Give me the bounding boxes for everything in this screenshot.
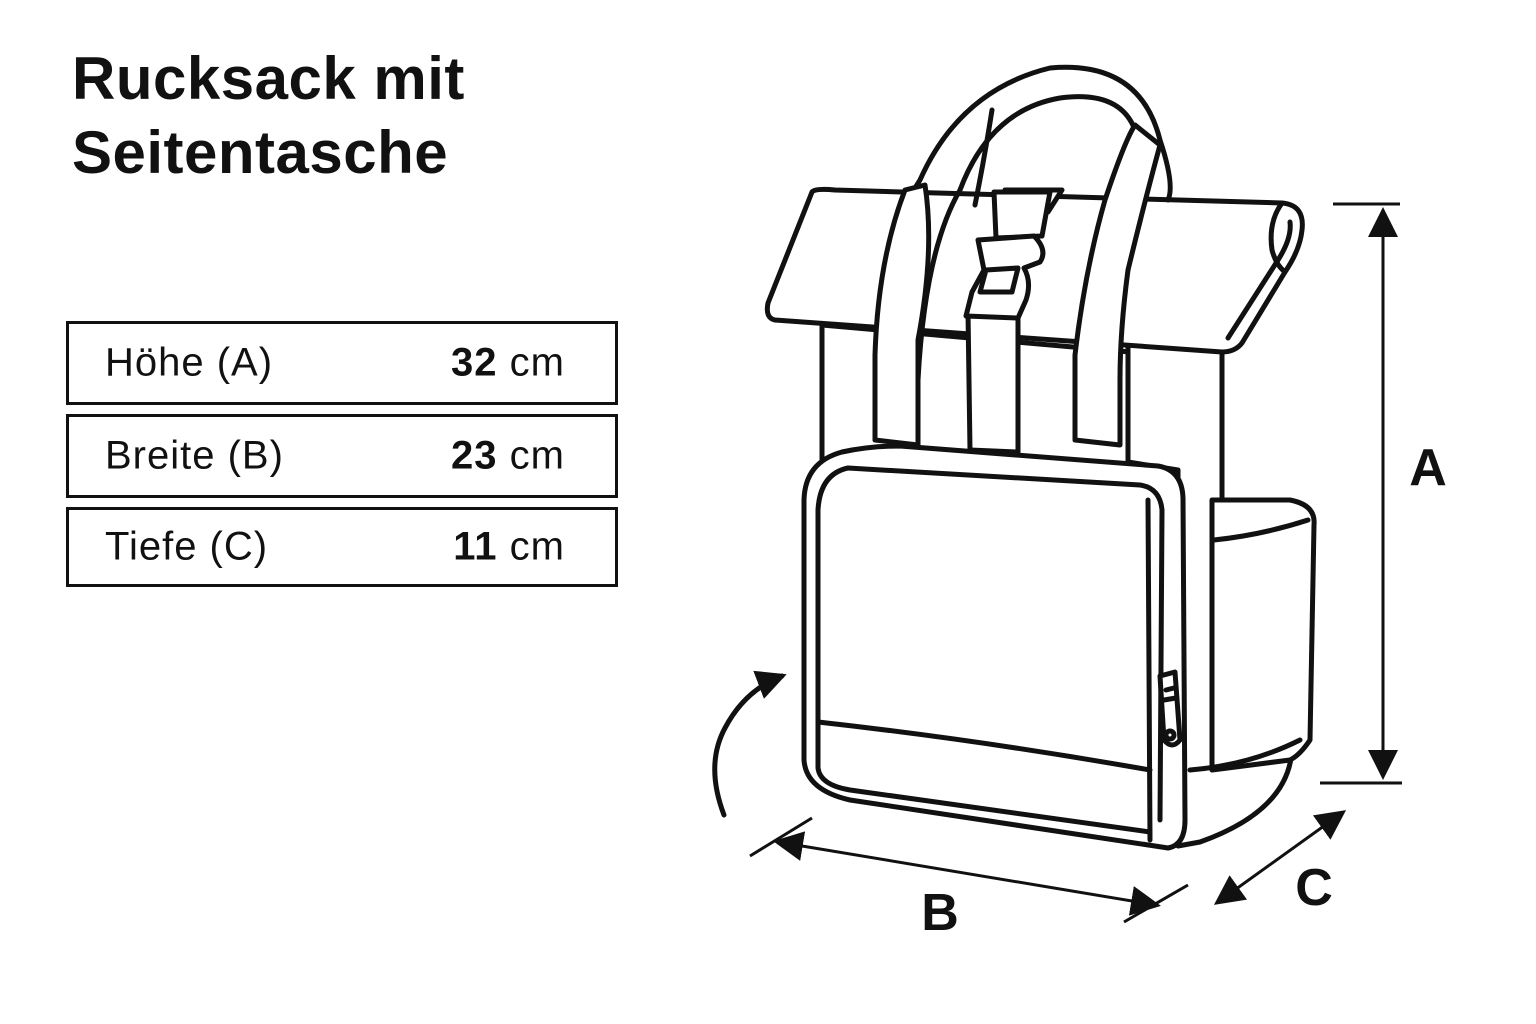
dimensions-table: Höhe (A) 32 cm Breite (B) 23 cm Tiefe (C… — [66, 321, 618, 596]
side-pocket — [1209, 497, 1317, 773]
front-pocket-zip-track — [1145, 497, 1153, 843]
spec-number: 32 — [451, 340, 498, 385]
spec-row-width: Breite (B) 23 cm — [66, 414, 618, 498]
center-strap — [965, 309, 1021, 455]
spec-label: Tiefe (C) — [105, 524, 269, 569]
backpack-drawing — [764, 64, 1317, 851]
dimension-label-a: A — [1409, 439, 1447, 497]
spec-label: Breite (B) — [105, 433, 284, 478]
dimension-label-c: C — [1295, 859, 1333, 917]
spec-row-height: Höhe (A) 32 cm — [66, 321, 618, 405]
spec-value: 11 cm — [453, 525, 565, 570]
title-line-2: Seitentasche — [72, 119, 449, 186]
spec-label: Höhe (A) — [105, 340, 274, 385]
rotation-arrow-icon — [712, 670, 787, 818]
page-title: Rucksack mit Seitentasche — [72, 42, 465, 190]
spec-number: 23 — [451, 433, 498, 478]
front-pocket-seam — [815, 507, 1153, 835]
front-pocket-inner — [815, 465, 1165, 823]
spec-unit: cm — [509, 433, 565, 478]
dimension-width-arrow — [773, 831, 1161, 916]
title-line-1: Rucksack mit — [72, 45, 465, 112]
front-pocket-base-line — [815, 719, 1153, 773]
roll-top-fold — [1268, 200, 1288, 275]
side-pocket-base — [1187, 737, 1303, 773]
dimension-height — [1320, 202, 1402, 785]
spec-number: 11 — [453, 524, 498, 569]
dimension-depth — [1213, 810, 1347, 905]
handle-right-strap — [1072, 122, 1163, 448]
handle-left-strap — [872, 182, 932, 448]
spec-unit: cm — [509, 340, 565, 385]
side-pocket-rim — [1211, 517, 1311, 543]
dimension-depth-arrow — [1213, 810, 1347, 905]
spec-unit: cm — [509, 524, 565, 569]
spec-value: 32 cm — [451, 341, 565, 386]
dimension-width-left-tick — [749, 816, 813, 858]
dimension-label-b: B — [921, 884, 959, 942]
dimension-width — [749, 816, 1189, 924]
zipper-pull-slot — [1161, 685, 1179, 703]
zipper-pull-hole-icon — [1163, 728, 1177, 742]
buckle-upper — [991, 189, 1053, 241]
buckle-slot — [977, 265, 1021, 295]
spec-value: 23 cm — [451, 434, 565, 479]
front-pocket-outer — [801, 443, 1188, 851]
buckle-clip — [963, 233, 1046, 321]
spec-row-depth: Tiefe (C) 11 cm — [66, 507, 618, 587]
handle-arch — [972, 107, 995, 208]
